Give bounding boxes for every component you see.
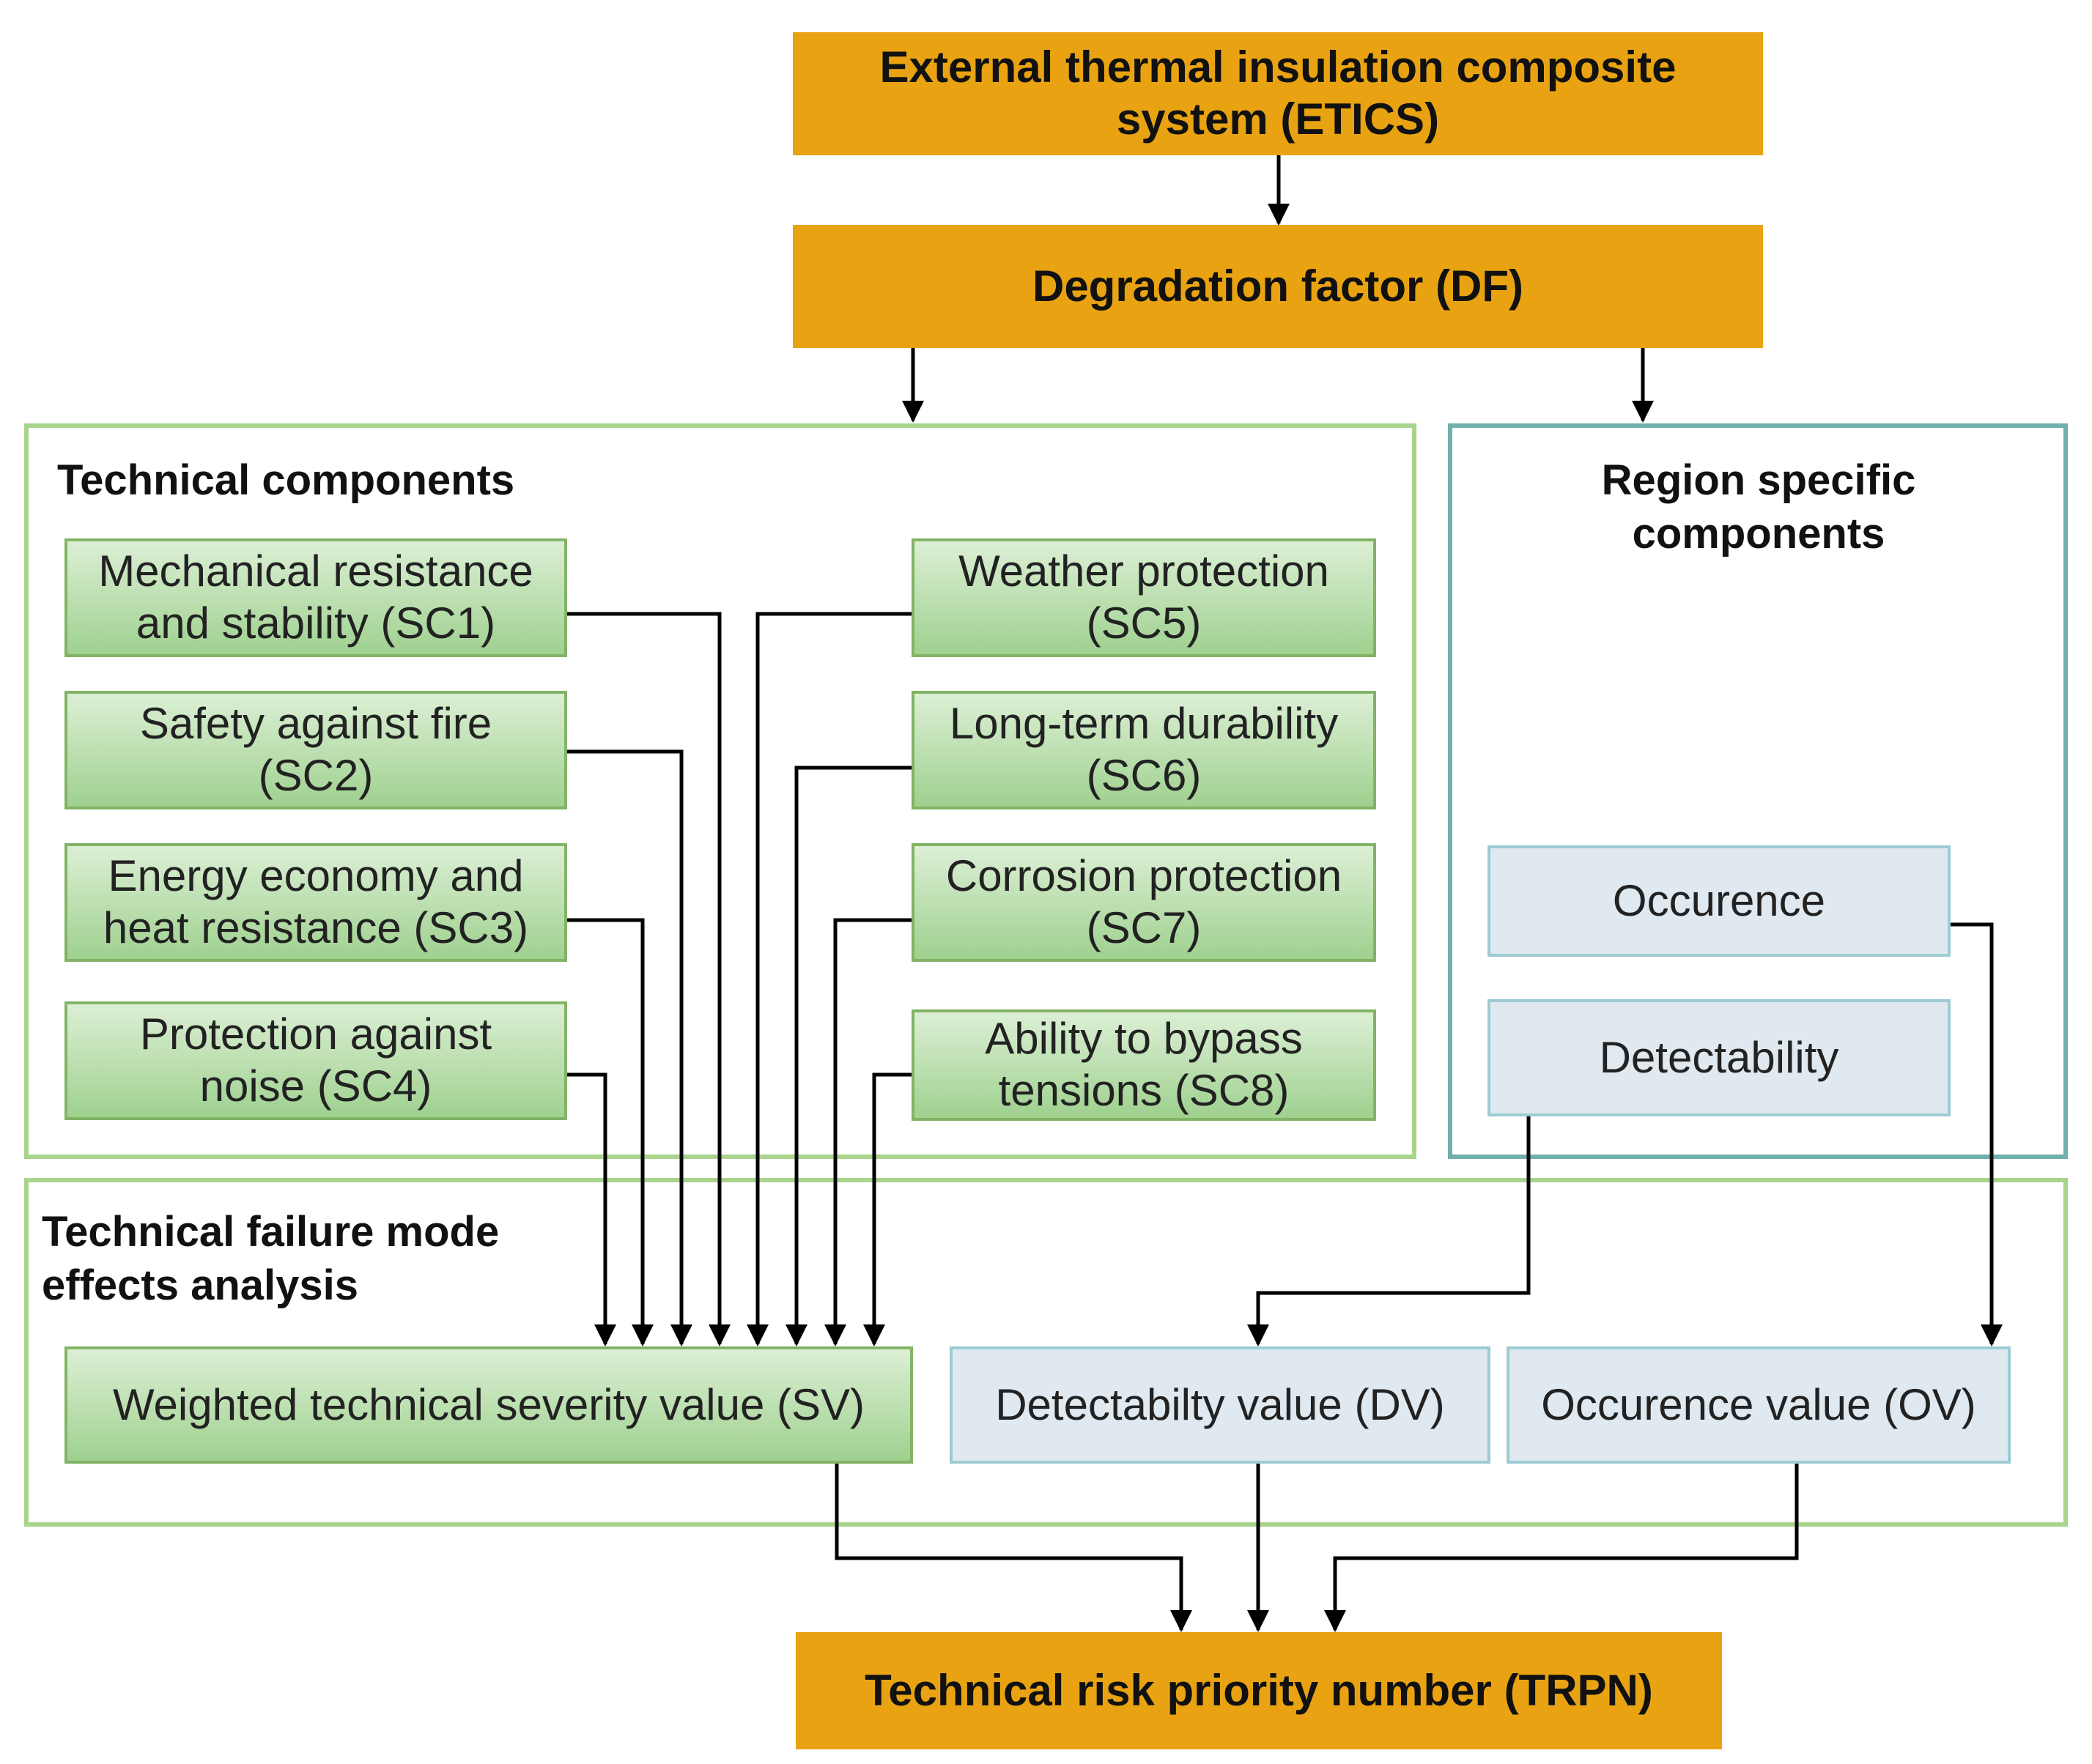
sc3-box: Energy economy and heat resistance (SC3) — [64, 843, 567, 962]
sc5-label: Weather protection (SC5) — [958, 546, 1329, 648]
sc6-box: Long-term durability (SC6) — [912, 691, 1376, 809]
etics-box: External thermal insulation composite sy… — [793, 32, 1763, 155]
trpn-label: Technical risk priority number (TRPN) — [865, 1665, 1653, 1715]
arrow-sc4-to-sv — [567, 1072, 616, 1346]
sc2-label: Safety against fire (SC2) — [139, 699, 492, 800]
detectability-value-box: Detectabilty value (DV) — [950, 1346, 1490, 1464]
sc8-label: Ability to bypass tensions (SC8) — [985, 1014, 1303, 1115]
region-components-heading: Region specific components — [1601, 456, 1916, 557]
arrow-sv-to-trpn — [835, 1464, 1192, 1632]
degradation-factor-label: Degradation factor (DF) — [1032, 261, 1524, 311]
fmea-heading: Technical failure mode effects analysis — [42, 1208, 500, 1309]
detectability-box: Detectability — [1487, 999, 1951, 1116]
sc1-label: Mechanical resistance and stability (SC1… — [98, 546, 533, 648]
occurence-value-label: Occurence value (OV) — [1541, 1379, 1976, 1429]
arrow-sc7-to-sv — [824, 918, 912, 1346]
sc6-label: Long-term durability (SC6) — [949, 699, 1339, 800]
occurence-value-box: Occurence value (OV) — [1507, 1346, 2011, 1464]
degradation-factor-box: Degradation factor (DF) — [793, 225, 1763, 348]
sc4-box: Protection against noise (SC4) — [64, 1001, 567, 1120]
arrow-detectability-to-dv — [1247, 1116, 1531, 1346]
arrow-sc1-to-sv — [567, 612, 731, 1346]
technical-components-heading: Technical components — [57, 456, 515, 504]
sc4-label: Protection against noise (SC4) — [139, 1009, 492, 1111]
occurence-box: Occurence — [1487, 845, 1951, 957]
detectability-label: Detectability — [1599, 1032, 1839, 1082]
sc5-box: Weather protection (SC5) — [912, 538, 1376, 657]
sc3-label: Energy economy and heat resistance (SC3) — [103, 851, 529, 952]
severity-value-label: Weighted technical severity value (SV) — [112, 1379, 865, 1429]
trpn-box: Technical risk priority number (TRPN) — [796, 1632, 1722, 1749]
sc7-label: Corrosion protection (SC7) — [945, 851, 1342, 952]
arrow-ov-to-trpn — [1324, 1464, 1799, 1632]
sc8-box: Ability to bypass tensions (SC8) — [912, 1009, 1376, 1121]
arrow-sc3-to-sv — [567, 918, 654, 1346]
severity-value-box: Weighted technical severity value (SV) — [64, 1346, 913, 1464]
sc1-box: Mechanical resistance and stability (SC1… — [64, 538, 567, 657]
arrow-sc2-to-sv — [567, 749, 692, 1346]
arrow-sc6-to-sv — [786, 766, 912, 1346]
sc2-box: Safety against fire (SC2) — [64, 691, 567, 809]
arrow-sc5-to-sv — [747, 612, 912, 1346]
etics-label: External thermal insulation composite sy… — [879, 42, 1677, 144]
arrow-sc8-to-sv — [863, 1072, 912, 1346]
arrow-occurence-to-ov — [1951, 922, 2003, 1346]
occurence-label: Occurence — [1612, 875, 1826, 925]
sc7-box: Corrosion protection (SC7) — [912, 843, 1376, 962]
detectability-value-label: Detectabilty value (DV) — [995, 1379, 1445, 1429]
